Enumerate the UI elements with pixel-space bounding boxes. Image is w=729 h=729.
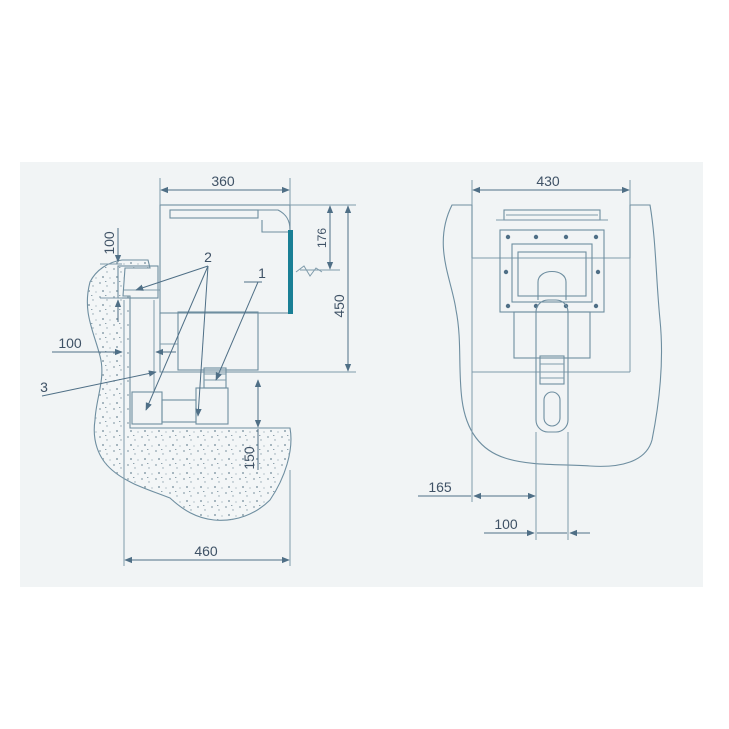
- background-panel: [20, 162, 703, 587]
- dim-front-pipe: 100: [494, 516, 518, 532]
- dim-side-width: 360: [211, 173, 235, 189]
- front-wall-outline: [442, 204, 663, 467]
- dim-total-width: 460: [194, 543, 218, 559]
- dim-wall-left: 100: [58, 335, 82, 351]
- dim-base: 150: [241, 446, 257, 470]
- callout-1: 1: [258, 265, 266, 281]
- dim-front-offset: 165: [428, 479, 452, 495]
- wall-ledge: [117, 265, 159, 299]
- callout-2: 2: [204, 249, 212, 265]
- front-pipe: [535, 299, 569, 433]
- callout-3: 3: [40, 379, 48, 395]
- dim-side-height: 450: [331, 294, 347, 318]
- front-view: 430 165 100: [418, 173, 663, 540]
- skimmer-handle: [288, 230, 293, 314]
- skimmer-lid: [169, 209, 259, 219]
- dim-top-offset: 176: [315, 228, 329, 248]
- dim-wall-top: 100: [101, 231, 117, 255]
- dim-front-width: 430: [536, 173, 560, 189]
- side-view: 2 1 3 360 176 450 100 100 150: [40, 173, 356, 566]
